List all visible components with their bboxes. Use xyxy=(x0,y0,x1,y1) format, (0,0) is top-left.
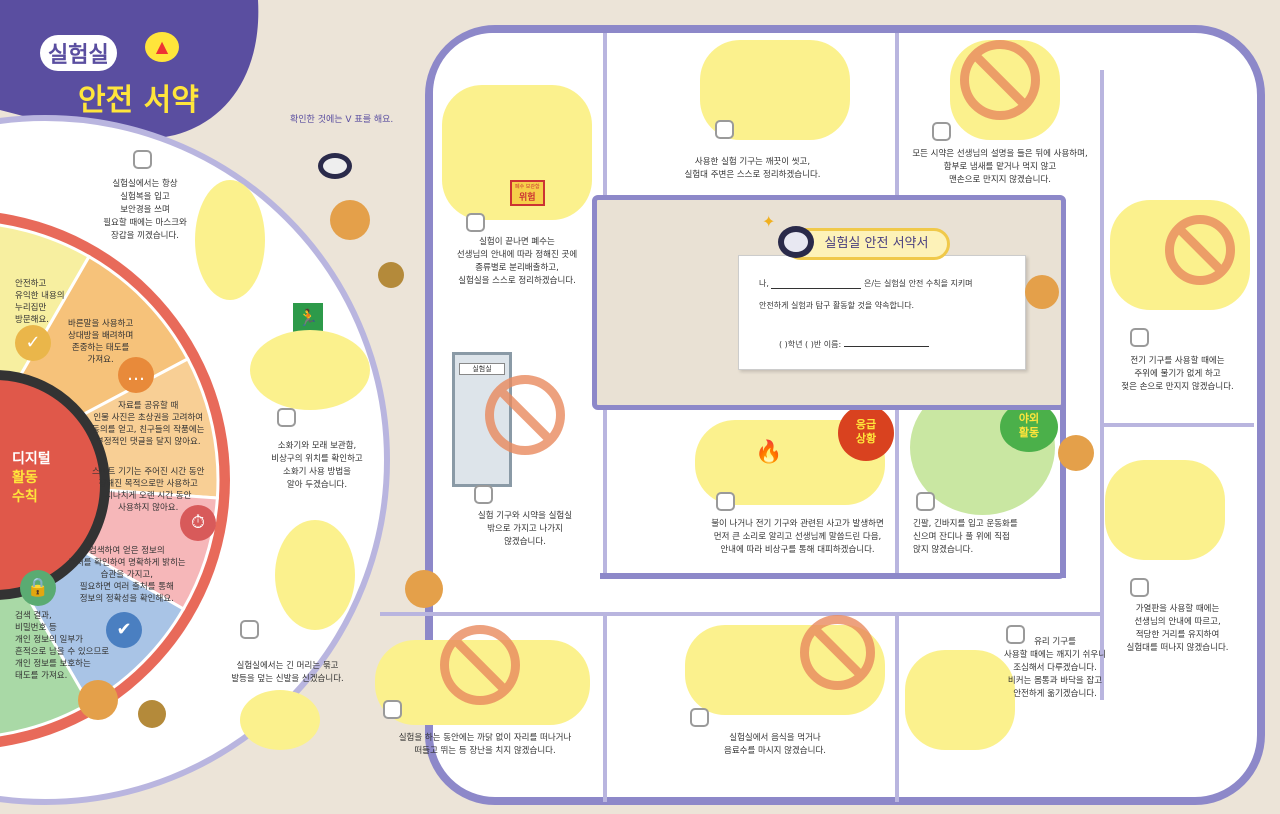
siren-icon: ▲ xyxy=(145,32,179,62)
divider xyxy=(895,33,899,198)
divider xyxy=(603,33,607,198)
rule-3-text: 실험실에서는 긴 머리는 묶고 발등을 덮는 신발을 신겠습니다. xyxy=(231,661,344,684)
lab-door-sign: 실험실 xyxy=(459,363,505,375)
prohibited-icon xyxy=(960,40,1040,120)
divider xyxy=(1100,70,1104,700)
divider xyxy=(895,612,899,802)
rule-10-text: 실험실에서 음식을 먹거나 음료수를 마시지 않겠습니다. xyxy=(724,733,826,756)
checkbox-rule-14[interactable] xyxy=(916,492,935,511)
document-check-icon: ✔ xyxy=(106,612,142,648)
pledge-grade-class: ( )학년 ( )반 이름: xyxy=(779,340,842,349)
shield-icon: ✓ xyxy=(15,325,51,361)
pledge-signature-input[interactable] xyxy=(843,346,929,347)
wheel-hub xyxy=(0,370,110,600)
rule-7-text: 전기 기구를 사용할 때에는 주위에 물기가 없게 하고 젖은 손으로 만지지 … xyxy=(1121,356,1234,392)
robot-icon xyxy=(778,226,814,258)
prohibited-icon xyxy=(800,615,875,690)
divider xyxy=(1104,423,1254,427)
exit-sign-icon: 🏃 xyxy=(293,303,323,333)
illustration-lab-coat xyxy=(195,180,265,300)
rule-8-text: 가열판을 사용할 때에는 선생님의 안내에 따르고, 적당한 거리를 유지하여 … xyxy=(1126,604,1229,653)
rule-13-text: 불이 나거나 전기 기구와 관련된 사고가 발생하면 먼저 큰 소리로 알리고 … xyxy=(711,519,884,555)
wheel-wedge-1 xyxy=(0,223,92,414)
outdoor-badge: 야외 활동 xyxy=(1000,402,1058,452)
timer-icon: ⏱ xyxy=(180,505,216,541)
illustration-hotplate xyxy=(1105,460,1225,560)
illustration-beaker xyxy=(905,650,1015,750)
rule-5-text: 사용한 실험 기구는 깨끗이 씻고, 실험대 주변은 스스로 정리하겠습니다. xyxy=(684,157,821,180)
wheel-segment-2: 바른말을 사용하고 상대방을 배려하며 존중하는 태도를 가져요. xyxy=(68,319,134,365)
hub-line2: 활동 xyxy=(12,470,38,486)
pledge-name-input[interactable] xyxy=(771,288,862,289)
title-line2: 안전 서약 xyxy=(78,83,199,118)
checkbox-rule-5[interactable] xyxy=(715,120,734,139)
hub-line3: 수칙 xyxy=(12,489,38,505)
checkbox-rule-4[interactable] xyxy=(466,213,485,232)
pledge-prefix: 나, xyxy=(759,279,769,288)
rule-6-text: 모든 시약은 선생님의 설명을 들은 뒤에 사용하며, 함부로 냄새를 맡거나 … xyxy=(912,149,1088,185)
rule-12-text: 실험 기구와 시약을 실험실 밖으로 가지고 나가지 않겠습니다. xyxy=(477,511,573,547)
robot-icon xyxy=(318,153,352,179)
title-line1: 실험실 xyxy=(40,35,117,71)
rule-14-text: 긴팔, 긴바지를 입고 운동화를 신으며 잔디나 풀 위에 직접 앉지 않겠습니… xyxy=(913,519,1018,555)
cat-character-icon xyxy=(330,200,370,240)
pledge-line2: 안전하게 실험과 탐구 활동할 것을 약속합니다. xyxy=(759,301,915,310)
danger-sign: 폐수 보관함 위험 xyxy=(510,180,545,206)
hub-line1: 디지털 xyxy=(12,451,51,467)
frame-inner-bottom xyxy=(600,573,1065,579)
cat-character-icon xyxy=(1058,435,1094,471)
sparkle-icon: ✦ xyxy=(762,212,776,231)
checkbox-rule-2[interactable] xyxy=(277,408,296,427)
prohibited-icon xyxy=(440,625,520,705)
wheel-segment-3: 자료를 공유할 때 인물 사진은 초상권을 고려하여 동의를 얻고, 친구들의 … xyxy=(92,401,205,447)
fire-icon: 🔥 xyxy=(755,440,783,465)
rule-1-text: 실험실에서는 항상 실험복을 입고 보안경을 쓰며 필요할 때에는 마스크와 장… xyxy=(103,179,187,241)
illustration-person xyxy=(275,520,355,630)
divider xyxy=(380,612,1100,616)
divider xyxy=(895,380,899,575)
danger-sign-small: 폐수 보관함 xyxy=(515,184,540,190)
left-art xyxy=(0,0,390,805)
wheel-segment-4: 스마트 기기는 주어진 시간 동안 정해진 목적으로만 사용하고 지나치게 오랜… xyxy=(92,467,205,513)
illustration-shoes xyxy=(240,690,320,750)
prohibited-icon xyxy=(1165,215,1235,285)
illustration-extinguisher xyxy=(250,330,370,410)
checkbox-rule-13[interactable] xyxy=(716,492,735,511)
divider xyxy=(603,405,607,575)
pledge-suffix: 은/는 실험실 안전 수칙을 지키며 xyxy=(864,279,973,288)
emergency-badge: 응급 상황 xyxy=(838,405,894,461)
check-hint: 확인한 것에는 V 표를 해요. xyxy=(290,115,394,125)
checkbox-rule-7[interactable] xyxy=(1130,328,1149,347)
checkbox-rule-9[interactable] xyxy=(1006,625,1025,644)
cat-character-icon xyxy=(405,570,443,608)
pledge-title-text: 실험실 안전 서약서 xyxy=(824,236,929,251)
divider xyxy=(603,612,607,802)
cat-character-icon xyxy=(78,680,118,720)
sprout-character-icon xyxy=(138,700,166,728)
rule-9-text: 유리 기구를 사용할 때에는 깨지기 쉬우니 조심해서 다루겠습니다. 비커는 … xyxy=(1004,637,1106,699)
wheel-segment-6: 검색 결과, 비밀번호 등 개인 정보의 일부가 흔적으로 남을 수 있으므로 … xyxy=(15,611,110,681)
lock-icon: 🔒 xyxy=(20,570,56,606)
prohibited-icon xyxy=(485,375,565,455)
checkbox-rule-11[interactable] xyxy=(383,700,402,719)
chat-icon: … xyxy=(118,357,154,393)
checkbox-rule-12[interactable] xyxy=(474,485,493,504)
wheel-segment-1: 안전하고 유익한 내용의 누리집만 방문해요. xyxy=(15,279,65,325)
hub-label: 디지털 활동 수칙 xyxy=(12,450,51,507)
checkbox-rule-6[interactable] xyxy=(932,122,951,141)
rule-2-text: 소화기와 모래 보관함, 비상구의 위치를 확인하고 소화기 사용 방법을 알아… xyxy=(271,441,363,490)
checkbox-rule-10[interactable] xyxy=(690,708,709,727)
checkbox-rule-8[interactable] xyxy=(1130,578,1149,597)
rule-11-text: 실험을 하는 동안에는 까닭 없이 자리를 떠나거나 떠들고 뛰는 등 장난을 … xyxy=(398,733,572,756)
checkbox-rule-3[interactable] xyxy=(240,620,259,639)
wheel-segment-5: 검색하여 얻은 정보의 출처를 확인하여 명확하게 밝히는 습관을 가지고, 필… xyxy=(68,546,186,604)
rule-4-text: 실험이 끝나면 폐수는 선생님의 안내에 따라 정해진 곳에 종류별로 분리배출… xyxy=(456,237,578,286)
checkbox-rule-1[interactable] xyxy=(133,150,152,169)
title-banner xyxy=(0,0,259,139)
danger-sign-label: 위험 xyxy=(519,193,536,203)
pledge-card: 나, 은/는 실험실 안전 수칙을 지키며 안전하게 실험과 탐구 활동할 것을… xyxy=(738,255,1026,370)
sprout-character-icon xyxy=(378,262,404,288)
cat-character-icon xyxy=(1025,275,1059,309)
